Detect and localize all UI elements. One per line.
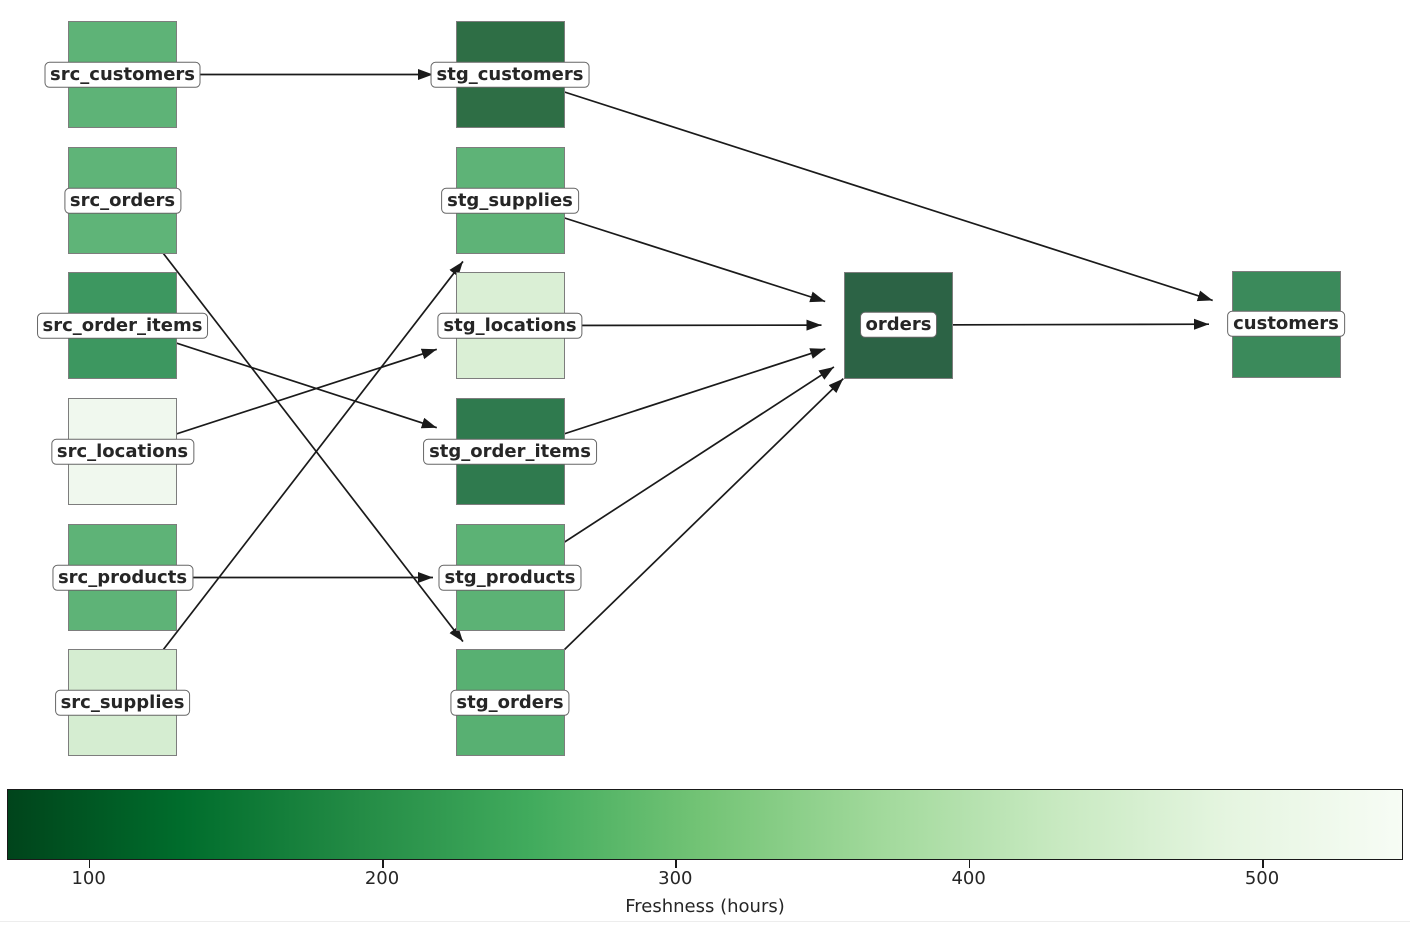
colorbar-tick-200 (382, 860, 384, 868)
node-label-stg_order_items: stg_order_items (423, 438, 597, 465)
colorbar-gradient (7, 789, 1403, 860)
edge-src_orders-to-stg_orders (121, 199, 464, 643)
node-label-src_supplies: src_supplies (54, 689, 191, 716)
colorbar-tick-label-300: 300 (658, 868, 693, 889)
edge-stg_orders-to-orders (509, 378, 844, 704)
node-label-src_locations: src_locations (50, 438, 195, 465)
colorbar-tick-500 (1262, 860, 1264, 868)
node-label-src_order_items: src_order_items (36, 312, 209, 339)
colorbar-tick-label-100: 100 (71, 868, 106, 889)
colorbar-tick-label-500: 500 (1244, 868, 1280, 889)
colorbar-tick-label-200: 200 (364, 868, 400, 889)
figure-bottom-rule (0, 921, 1410, 922)
node-label-src_customers: src_customers (44, 61, 201, 88)
node-label-customers: customers (1227, 310, 1345, 338)
edge-stg_customers-to-customers (509, 73, 1213, 302)
node-label-stg_orders: stg_orders (450, 689, 570, 716)
colorbar-tick-100 (88, 860, 91, 868)
colorbar-tick-label-400: 400 (951, 868, 986, 889)
edge-src_supplies-to-stg_supplies (121, 260, 464, 704)
node-label-stg_products: stg_products (438, 564, 582, 591)
node-label-orders: orders (859, 311, 938, 339)
node-label-src_orders: src_orders (63, 187, 182, 214)
colorbar-tick-400 (968, 860, 971, 868)
node-label-stg_customers: stg_customers (430, 61, 590, 88)
colorbar-tick-300 (675, 860, 677, 868)
colorbar-axis-label: Freshness (hours) (625, 896, 785, 917)
node-label-stg_locations: stg_locations (437, 312, 583, 339)
node-label-stg_supplies: stg_supplies (441, 187, 579, 214)
node-label-src_products: src_products (51, 564, 194, 591)
